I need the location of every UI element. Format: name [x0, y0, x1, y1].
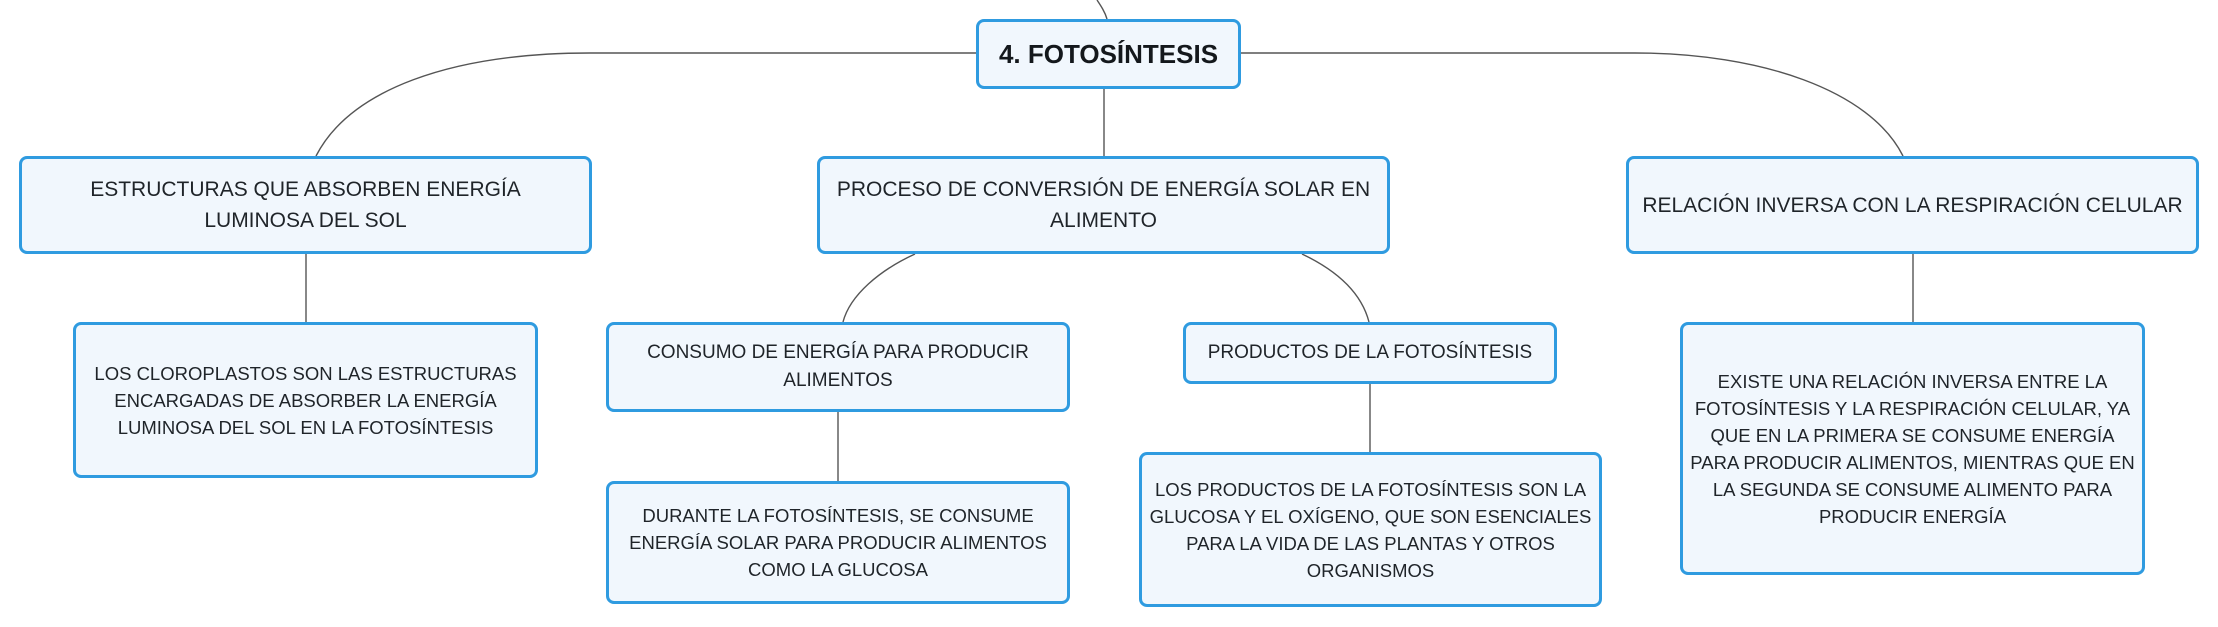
branch-inverse-relation[interactable]: RELACIÓN INVERSA CON LA RESPIRACIÓN CELU…: [1626, 156, 2199, 254]
root-topic-label: 4. FOTOSÍNTESIS: [998, 38, 1219, 69]
connector-branch-2-sub-a: [842, 253, 916, 323]
leaf-chloroplasts[interactable]: LOS CLOROPLASTOS SON LAS ESTRUCTURAS ENC…: [73, 322, 538, 478]
leaf-chloroplasts-text: LOS CLOROPLASTOS SON LAS ESTRUCTURAS ENC…: [94, 362, 517, 438]
branch-structures-label: ESTRUCTURAS QUE ABSORBEN ENERGÍA LUMINOS…: [90, 178, 521, 232]
connector-root-branch-1: [315, 52, 976, 157]
subtopic-products-label: PRODUCTOS DE LA FOTOSÍNTESIS: [1207, 342, 1533, 363]
leaf-inverse-relation-detail-text: EXISTE UNA RELACIÓN INVERSA ENTRE LA FOT…: [1690, 370, 2135, 527]
leaf-energy-consumption-detail-text: DURANTE LA FOTOSÍNTESIS, SE CONSUME ENER…: [629, 505, 1047, 580]
leaf-energy-consumption-detail[interactable]: DURANTE LA FOTOSÍNTESIS, SE CONSUME ENER…: [606, 481, 1070, 604]
connector-root-branch-3: [1241, 52, 1904, 157]
subtopic-energy-consumption[interactable]: CONSUMO DE ENERGÍA PARA PRODUCIR ALIMENT…: [606, 322, 1070, 412]
leaf-products-detail[interactable]: LOS PRODUCTOS DE LA FOTOSÍNTESIS SON LA …: [1139, 452, 1602, 607]
connector-branch-2-sub-b: [1301, 253, 1370, 323]
subtopic-energy-consumption-label: CONSUMO DE ENERGÍA PARA PRODUCIR ALIMENT…: [647, 342, 1029, 391]
root-topic[interactable]: 4. FOTOSÍNTESIS: [976, 19, 1241, 89]
branch-inverse-relation-label: RELACIÓN INVERSA CON LA RESPIRACIÓN CELU…: [1642, 193, 2183, 217]
branch-conversion-process[interactable]: PROCESO DE CONVERSIÓN DE ENERGÍA SOLAR E…: [817, 156, 1390, 254]
leaf-inverse-relation-detail[interactable]: EXISTE UNA RELACIÓN INVERSA ENTRE LA FOT…: [1680, 322, 2145, 575]
subtopic-products[interactable]: PRODUCTOS DE LA FOTOSÍNTESIS: [1183, 322, 1557, 384]
branch-structures[interactable]: ESTRUCTURAS QUE ABSORBEN ENERGÍA LUMINOS…: [19, 156, 592, 254]
branch-conversion-process-label: PROCESO DE CONVERSIÓN DE ENERGÍA SOLAR E…: [836, 178, 1371, 232]
leaf-products-detail-text: LOS PRODUCTOS DE LA FOTOSÍNTESIS SON LA …: [1149, 478, 1592, 581]
connector-root-parent: [1096, 0, 1108, 20]
